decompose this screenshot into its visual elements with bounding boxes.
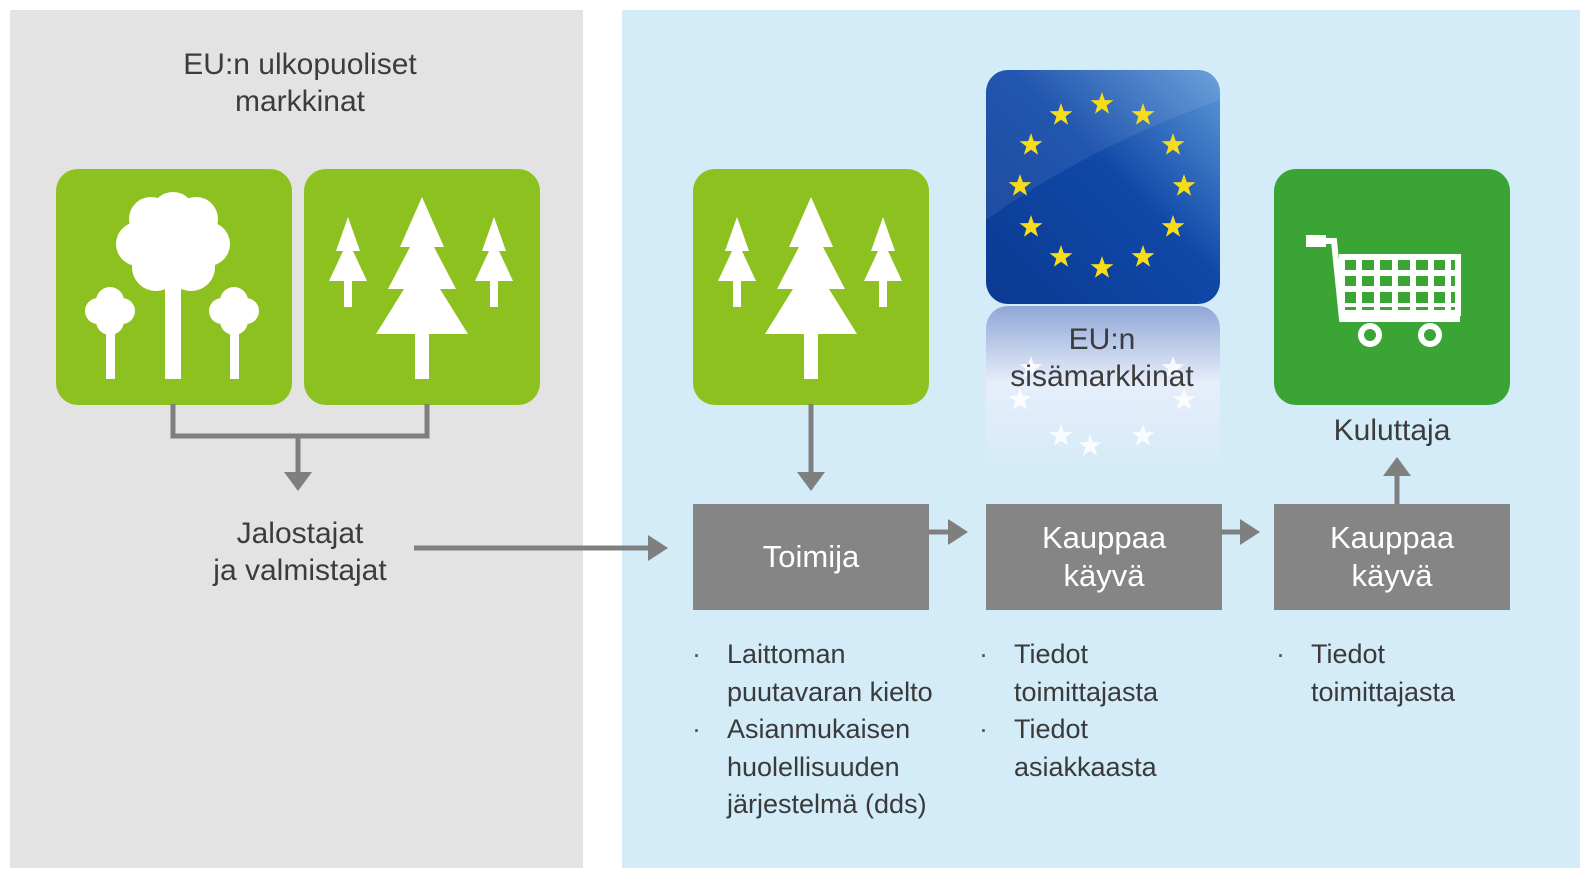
list-item: Tiedot toimittajasta (979, 636, 1158, 711)
conifer-trees-icon (718, 197, 902, 379)
trader-2-obligations: Tiedot toimittajasta (1276, 636, 1455, 711)
list-item: Asianmukaisen huolellisuuden järjestelmä… (692, 711, 933, 824)
arrow-head (648, 535, 668, 561)
conifer-trees-icon (329, 197, 513, 379)
arrow-head (284, 472, 312, 491)
conifer-trees-tile (304, 169, 540, 405)
arrow-head (797, 472, 825, 491)
list-item: Tiedot toimittajasta (1276, 636, 1455, 711)
internal-market-title: EU:n sisämarkkinat (1010, 323, 1194, 393)
eu-flag-tile (986, 70, 1220, 304)
arrow-head (1240, 519, 1260, 545)
forest-merge-connector (170, 404, 430, 439)
list-item: Tiedot asiakkaasta (979, 711, 1158, 786)
processors-label: Jalostajat ja valmistajat (213, 517, 387, 587)
deciduous-trees-icon (85, 192, 259, 379)
outside-market-title: EU:n ulkopuoliset markkinat (183, 48, 417, 118)
consumer-label: Kuluttaja (1333, 414, 1451, 447)
trader-box-1: Kauppaa käyvä (986, 504, 1222, 610)
shopping-cart-icon (1306, 235, 1461, 347)
trader-1-obligations: Tiedot toimittajasta Tiedot asiakkaasta (979, 636, 1158, 786)
operator-box: Toimija (693, 504, 929, 610)
arrow-head (1383, 457, 1411, 476)
operator-forest-tile (693, 169, 929, 405)
consumer-tile (1274, 169, 1510, 405)
deciduous-trees-tile (56, 169, 292, 405)
operator-obligations: Laittoman puutavaran kielto Asianmukaise… (692, 636, 933, 824)
eu-flag-icon (986, 70, 1220, 304)
arrow-head (948, 519, 968, 545)
trader-box-2: Kauppaa käyvä (1274, 504, 1510, 610)
eu-flag-reflection (986, 306, 1220, 476)
list-item: Laittoman puutavaran kielto (692, 636, 933, 711)
